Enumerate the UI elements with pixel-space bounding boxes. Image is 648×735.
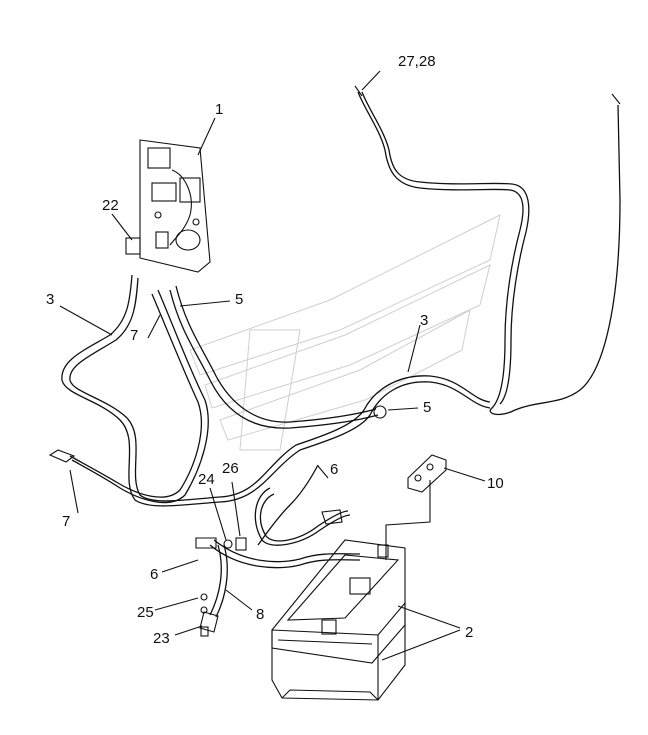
- label-5-top: 5: [235, 291, 243, 308]
- label-5-right: 5: [423, 399, 431, 416]
- relay-board: [139, 139, 211, 273]
- leader-lines: [59, 70, 486, 661]
- bolts: [195, 537, 247, 637]
- label-8: 8: [256, 606, 264, 623]
- label-23: 23: [153, 630, 170, 647]
- label-6-lower: 6: [150, 566, 158, 583]
- label-7-lower: 7: [62, 513, 70, 530]
- bracket-22: [125, 237, 141, 255]
- label-2: 2: [465, 624, 473, 641]
- label-7-upper: 7: [130, 327, 138, 344]
- cable-6-lower: [209, 539, 361, 569]
- label-10: 10: [487, 475, 504, 492]
- cable-7: [48, 289, 209, 504]
- cable-8: [199, 544, 228, 633]
- label-27-28: 27,28: [398, 53, 436, 70]
- terminal-block-10: [407, 454, 447, 493]
- callout-labels: 1 2 3 3 5 5 6 6 7 7 8 10 22 23 24 25 26 …: [46, 53, 504, 647]
- label-22: 22: [102, 197, 119, 214]
- label-24: 24: [198, 471, 215, 488]
- label-26: 26: [222, 460, 239, 477]
- cable-27-28: [354, 85, 621, 416]
- cable-3: [61, 274, 491, 507]
- label-3-left: 3: [46, 291, 54, 308]
- label-25: 25: [137, 604, 154, 621]
- label-6-upper: 6: [330, 461, 338, 478]
- battery: [271, 480, 431, 701]
- cable-5: [169, 285, 387, 429]
- label-3-right: 3: [420, 312, 428, 329]
- watermark-logo: [189, 214, 501, 451]
- label-1: 1: [215, 101, 223, 118]
- cable-6-upper: [254, 464, 351, 546]
